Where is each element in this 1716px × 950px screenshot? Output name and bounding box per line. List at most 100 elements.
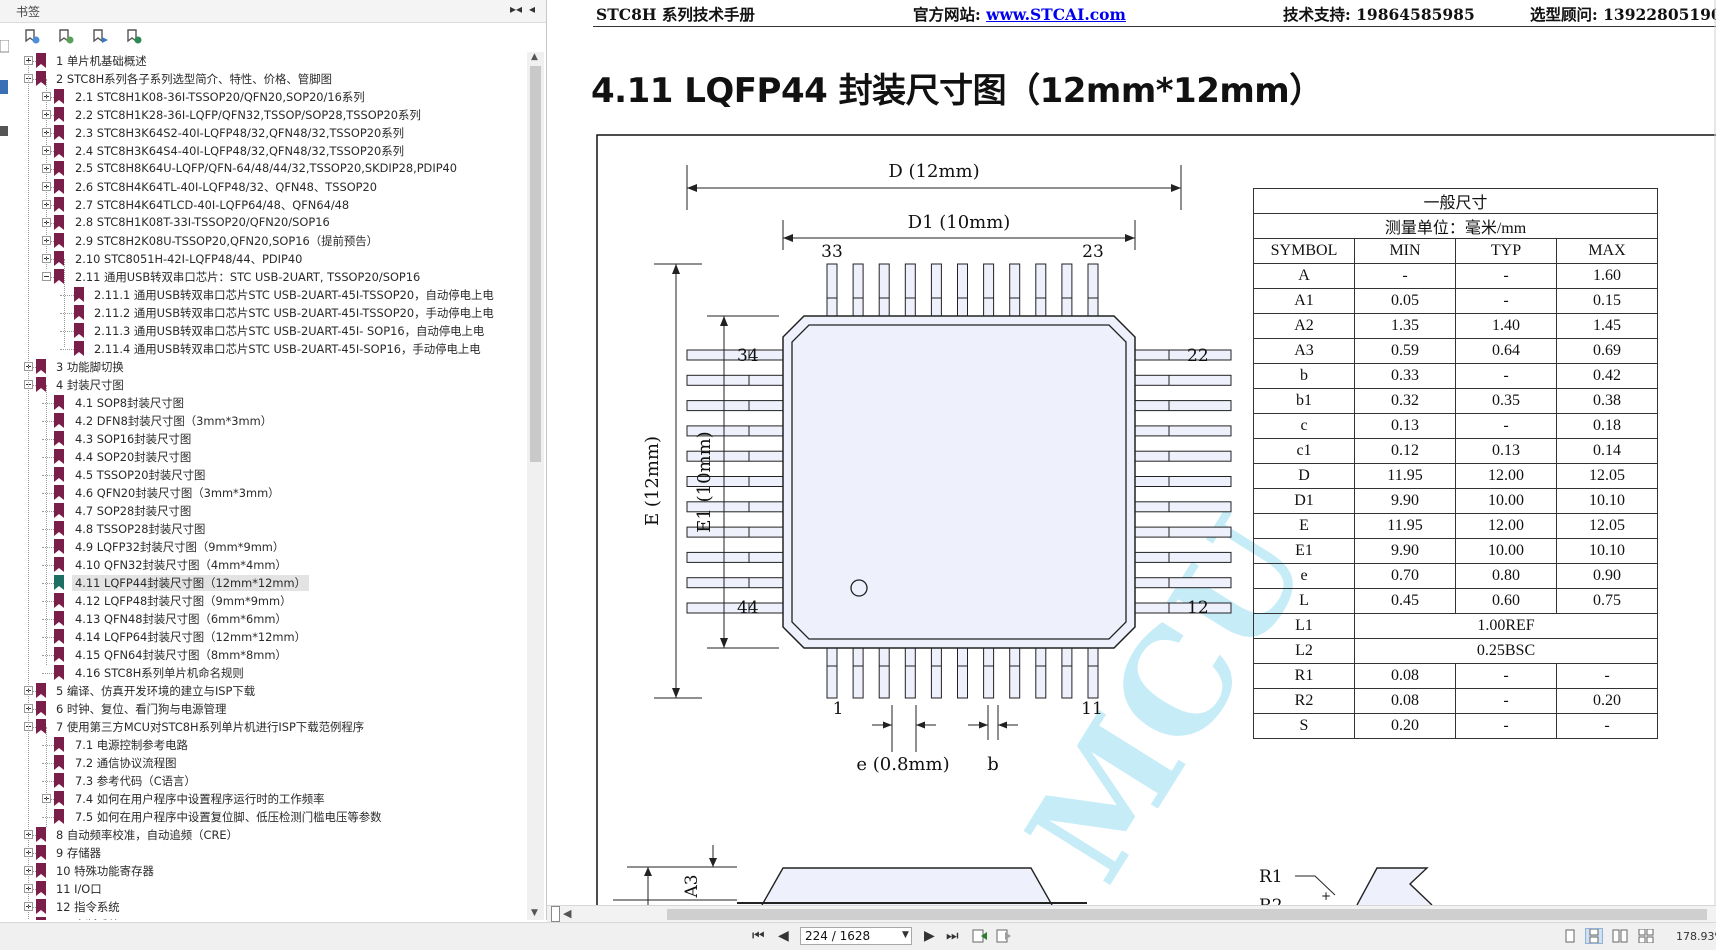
scroll-left-icon[interactable]: ◀: [563, 907, 572, 920]
scroll-up-icon[interactable]: ▲: [531, 52, 538, 62]
bookmark-item[interactable]: 2.7 STC8H4K64TLCD-40I-LQFP64/48、QFN64/48: [0, 196, 526, 214]
bookmark-item[interactable]: 2.11 通用USB转双串口芯片：STC USB-2UART, TSSOP20/…: [0, 268, 526, 286]
last-page-icon[interactable]: ⏭: [946, 928, 959, 944]
bookmark-item[interactable]: 10 特殊功能寄存器: [0, 862, 526, 880]
bookmark-label: 1 单片机基础概述: [56, 54, 147, 68]
pin-number-11: 11: [1081, 699, 1103, 719]
tree-connector: [42, 781, 54, 782]
bookmark-item[interactable]: 2.11.1 通用USB转双串口芯片STC USB-2UART-45I-TSSO…: [0, 286, 526, 304]
bookmark-item[interactable]: 8 自动频率校准，自动追频（CRE）: [0, 826, 526, 844]
first-page-icon[interactable]: ⏮: [752, 928, 765, 944]
bookmark-item[interactable]: 4.16 STC8H系列单片机命名规则: [0, 664, 526, 682]
bookmark-item[interactable]: 2.5 STC8H8K64U-LQFP/QFN-64/48/44/32,TSSO…: [0, 160, 526, 178]
bookmark-item[interactable]: 4.14 LQFP64封装尺寸图（12mm*12mm）: [0, 628, 526, 646]
bookmark-item[interactable]: 2.1 STC8H1K08-36I-TSSOP20/QFN20,SOP20/16…: [0, 88, 526, 106]
bookmark-label: 2.11.2 通用USB转双串口芯片STC USB-2UART-45I-TSSO…: [94, 306, 494, 320]
table-unit: 测量单位：毫米/mm: [1253, 213, 1658, 239]
zoom-level[interactable]: 178.93%: [1676, 930, 1716, 943]
bookmark-item[interactable]: 1 单片机基础概述: [0, 52, 526, 70]
bookmark-item[interactable]: 2.9 STC8H2K08U-TSSOP20,QFN20,SOP16（提前预告）: [0, 232, 526, 250]
bookmark-item[interactable]: 2.8 STC8H1K08T-33I-TSSOP20/QFN20/SOP16: [0, 214, 526, 232]
bookmark-item[interactable]: 13 中断系统: [0, 916, 526, 920]
horizontal-scrollbar-thumb[interactable]: [667, 909, 1707, 920]
bookmark-item[interactable]: 4.1 SOP8封装尺寸图: [0, 394, 526, 412]
bookmark-item[interactable]: 2.4 STC8H3K64S4-40I-LQFP48/32,QFN48/32,T…: [0, 142, 526, 160]
bookmark-item[interactable]: 11 I/O口: [0, 880, 526, 898]
website-link[interactable]: www.STCAI.com: [986, 5, 1126, 24]
tree-connector: [60, 295, 74, 296]
bookmark-item[interactable]: 2.10 STC8051H-42I-LQFP48/44、PDIP40: [0, 250, 526, 268]
pin-left: [686, 551, 788, 563]
bookmark-item[interactable]: 2.2 STC8H1K28-36I-LQFP/QFN32,TSSOP/SOP28…: [0, 106, 526, 124]
bookmark-item[interactable]: 4.6 QFN20封装尺寸图（3mm*3mm）: [0, 484, 526, 502]
page-dropdown-icon[interactable]: ▼: [902, 930, 909, 940]
bookmark-item[interactable]: 4.5 TSSOP20封装尺寸图: [0, 466, 526, 484]
bookmark-item[interactable]: 2.3 STC8H3K64S2-40I-LQFP48/32,QFN48/32,T…: [0, 124, 526, 142]
bookmark-item[interactable]: 4.7 SOP28封装尺寸图: [0, 502, 526, 520]
collapse-panel-icon[interactable]: ◂: [529, 2, 536, 16]
table-cell: -: [1455, 663, 1557, 689]
bookmark-item[interactable]: 4.8 TSSOP28封装尺寸图: [0, 520, 526, 538]
table-cell-symbol: R1: [1253, 663, 1355, 689]
bookmark-icon: [36, 719, 46, 734]
single-page-view-icon[interactable]: [1562, 929, 1578, 943]
bookmarks-scrollbar[interactable]: ▲ ▼: [527, 52, 544, 920]
bookmark-icon: [36, 701, 46, 716]
bookmark-item[interactable]: 9 存储器: [0, 844, 526, 862]
scrollbar-thumb[interactable]: [530, 66, 541, 462]
continuous-facing-view-icon[interactable]: [1638, 929, 1654, 943]
expand-bookmarks-icon[interactable]: [56, 27, 76, 47]
continuous-view-icon[interactable]: [1585, 928, 1603, 944]
bookmark-item[interactable]: 4.11 LQFP44封装尺寸图（12mm*12mm）: [0, 574, 526, 592]
bookmark-item[interactable]: 2.6 STC8H4K64TL-40I-LQFP48/32、QFN48、TSSO…: [0, 178, 526, 196]
scroll-down-icon[interactable]: ▼: [531, 908, 538, 918]
bookmark-item[interactable]: 12 指令系统: [0, 898, 526, 916]
bookmark-item[interactable]: 7.1 电源控制参考电路: [0, 736, 526, 754]
bookmark-item[interactable]: 4.9 LQFP32封装尺寸图（9mm*9mm）: [0, 538, 526, 556]
bookmark-item[interactable]: 4.15 QFN64封装尺寸图（8mm*8mm）: [0, 646, 526, 664]
bookmark-item[interactable]: 7.3 参考代码（C语言）: [0, 772, 526, 790]
bookmark-icon: [36, 863, 46, 878]
bookmark-item[interactable]: 2.11.2 通用USB转双串口芯片STC USB-2UART-45I-TSSO…: [0, 304, 526, 322]
document-scrollbar-edge[interactable]: [1702, 0, 1716, 905]
document-horizontal-scrollbar[interactable]: ◀: [547, 905, 1716, 923]
bookmark-item[interactable]: 4.13 QFN48封装尺寸图（6mm*6mm）: [0, 610, 526, 628]
bookmark-label: 4.11 LQFP44封装尺寸图（12mm*12mm）: [72, 575, 310, 591]
table-cell: 0.13: [1455, 438, 1557, 464]
bookmark-item[interactable]: 2.11.4 通用USB转双串口芯片STC USB-2UART-45I-SOP1…: [0, 340, 526, 358]
bookmark-item[interactable]: 4.10 QFN32封装尺寸图（4mm*4mm）: [0, 556, 526, 574]
bookmark-item[interactable]: 4.2 DFN8封装尺寸图（3mm*3mm）: [0, 412, 526, 430]
next-page-icon[interactable]: ▶: [924, 928, 935, 944]
tree-connector: [42, 817, 54, 818]
bookmark-item[interactable]: 2.11.3 通用USB转双串口芯片STC USB-2UART-45I- SOP…: [0, 322, 526, 340]
bookmark-item[interactable]: 5 编译、仿真开发环境的建立与ISP下载: [0, 682, 526, 700]
bookmark-item[interactable]: 7.5 如何在用户程序中设置复位脚、低压检测门槛电压等参数: [0, 808, 526, 826]
new-bookmark-icon[interactable]: [90, 27, 110, 47]
bookmark-item[interactable]: 7.2 通信协议流程图: [0, 754, 526, 772]
expand-panel-icon[interactable]: ▸◂: [510, 2, 523, 16]
bookmark-item[interactable]: 4.12 LQFP48封装尺寸图（9mm*9mm）: [0, 592, 526, 610]
previous-view-icon[interactable]: [972, 929, 988, 943]
table-column-header: TYP: [1455, 238, 1557, 264]
collapse-icon[interactable]: [42, 272, 51, 281]
facing-view-icon[interactable]: [1612, 929, 1628, 943]
go-to-bookmark-icon[interactable]: [124, 27, 144, 47]
bookmark-item[interactable]: 3 功能脚切换: [0, 358, 526, 376]
bookmark-item[interactable]: 7 使用第三方MCU对STC8H系列单片机进行ISP下载范例程序: [0, 718, 526, 736]
bookmark-item[interactable]: 7.4 如何在用户程序中设置程序运行时的工作频率: [0, 790, 526, 808]
bookmark-item[interactable]: 4.4 SOP20封装尺寸图: [0, 448, 526, 466]
page-number-field[interactable]: [800, 927, 912, 945]
bookmark-label: 4.15 QFN64封装尺寸图（8mm*8mm）: [75, 648, 287, 662]
panel-resize-handle[interactable]: [551, 906, 560, 922]
bookmark-icon: [54, 611, 64, 626]
bookmark-item[interactable]: 4 封装尺寸图: [0, 376, 526, 394]
previous-page-icon[interactable]: ◀: [778, 928, 789, 944]
bookmark-icon: [54, 521, 64, 536]
bookmark-item[interactable]: 4.3 SOP16封装尺寸图: [0, 430, 526, 448]
next-view-icon[interactable]: [996, 929, 1012, 943]
bookmark-item[interactable]: 2 STC8H系列各子系列选型简介、特性、价格、管脚图: [0, 70, 526, 88]
table-cell: 0.33: [1354, 363, 1456, 389]
bookmark-item[interactable]: 6 时钟、复位、看门狗与电源管理: [0, 700, 526, 718]
bookmark-options-icon[interactable]: [22, 27, 42, 47]
